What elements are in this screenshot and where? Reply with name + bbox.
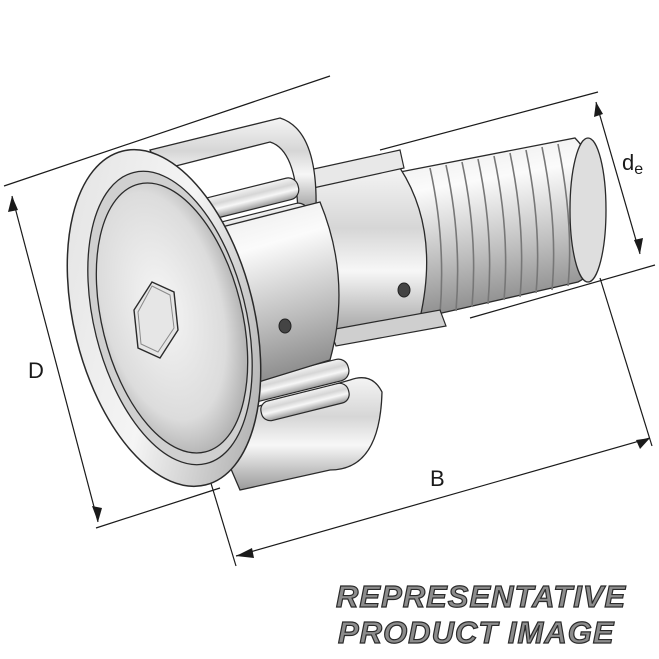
dimension-label-b: B [430, 466, 445, 491]
dimension-arrowheads [8, 102, 650, 558]
dimension-label-de-sub: e [634, 161, 644, 178]
front-roller-face [66, 148, 262, 488]
watermark-line-2: PRODUCT IMAGE [337, 615, 615, 650]
dimension-label-d: D [28, 358, 44, 383]
dimension-lines [3, 75, 656, 567]
threaded-stud [399, 137, 607, 319]
watermark-line-1: REPRESENTATIVE [335, 579, 627, 614]
dimension-label-de-main: d [622, 150, 635, 175]
dimension-label-de: de [622, 152, 643, 178]
